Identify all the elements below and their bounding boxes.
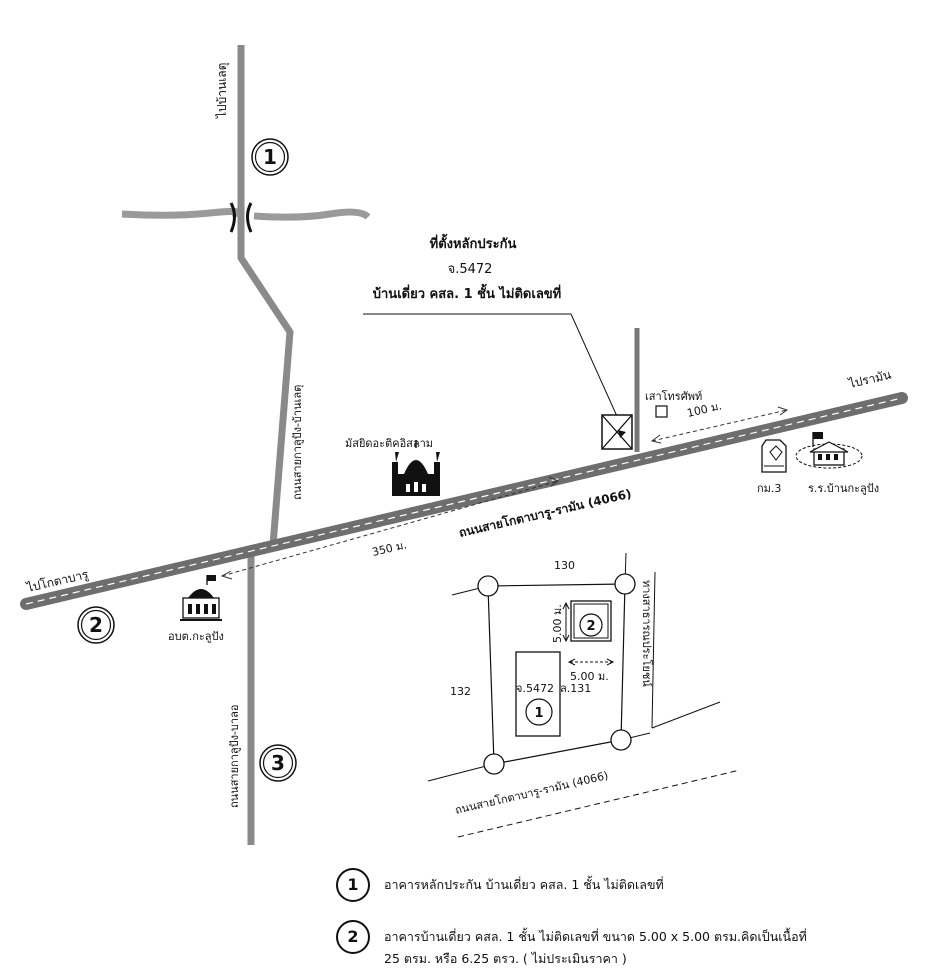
school-icon: [795, 432, 863, 469]
marker-2: 2: [77, 606, 115, 644]
label-to-ban-le: ไปบ้านเลตุ: [215, 63, 230, 119]
road-north: [237, 45, 294, 546]
label-school: ร.ร.บ้านกะลูปัง: [808, 482, 879, 495]
bridge-icon: [229, 202, 253, 233]
label-mosque: มัสยิดอะติคอิสลาม: [345, 437, 433, 450]
site-title: ที่ตั้งหลักประกัน: [430, 233, 517, 252]
label-road-kalupang-banle: ถนนสายกาลูปัง-บ้านเลตุ: [291, 385, 304, 500]
legend-text-2b: 25 ตรม. หรือ 6.25 ตรว. ( ไม่ประเมินราคา …: [384, 951, 627, 966]
marker-3-label: 3: [271, 751, 285, 775]
plot-dim-vertical: 5.00 ม.: [551, 604, 564, 643]
plot-building-1-label: 1: [534, 706, 543, 721]
legend-text-1: อาคารหลักประกัน บ้านเดี่ยว คสล. 1 ชั้น ไ…: [384, 877, 664, 892]
label-oborto: อบต.กะลูปัง: [168, 630, 224, 643]
label-phone-pole: เสาโทรศัพท์: [645, 389, 702, 403]
marker-1: 1: [251, 138, 289, 176]
plot-deed: จ.5472: [516, 682, 554, 695]
plot-road-label: ถนนสายโกตาบารู-รามัน (4066): [454, 768, 610, 817]
phone-pole-icon: [655, 405, 668, 418]
road-main: [20, 392, 908, 610]
legend-text-2-wrap: อาคารบ้านเดี่ยว คสล. 1 ชั้น ไม่ติดเลขที่…: [384, 926, 864, 970]
plot-building-2-label: 2: [586, 619, 595, 634]
police-icon: [761, 439, 787, 473]
label-police: กม.3: [757, 482, 781, 495]
site-marker-icon: [601, 414, 633, 450]
legend-item-2: 2 อาคารบ้านเดี่ยว คสล. 1 ชั้น ไม่ติดเลขท…: [336, 920, 896, 978]
dimension-100m: [650, 406, 789, 444]
site-deed: จ.5472: [448, 262, 493, 277]
river: [121, 207, 371, 221]
legend-badge-1: 1: [336, 868, 370, 902]
marker-3: 3: [259, 744, 297, 782]
label-dist-350: 350 ม.: [371, 538, 408, 559]
site-building: บ้านเดี่ยว คสล. 1 ชั้น ไม่ติดเลขที่: [373, 283, 562, 302]
plot-inset: 2 1: [427, 552, 741, 838]
office-icon: [180, 575, 222, 621]
plot-label-130: 130: [554, 559, 575, 572]
marker-2-label: 2: [89, 613, 103, 637]
legend-badge-2: 2: [336, 920, 370, 954]
site-lines: [363, 313, 640, 452]
plot-dim-horizontal: 5.00 ม.: [570, 670, 609, 683]
plot-label-132: 132: [450, 685, 471, 698]
marker-1-label: 1: [263, 145, 277, 169]
legend-item-1: 1 อาคารหลักประกัน บ้านเดี่ยว คสล. 1 ชั้น…: [336, 868, 896, 904]
label-road-kalupang-balo: ถนนสายกาลูปัง-บาลอ: [228, 705, 241, 808]
legend-text-2: อาคารบ้านเดี่ยว คสล. 1 ชั้น ไม่ติดเลขที่…: [384, 929, 807, 944]
mosque-icon: [392, 440, 440, 496]
label-to-raman: ไปรามัน: [847, 368, 893, 392]
dimension-350m: [220, 476, 560, 580]
plot-lot: ล.131: [560, 682, 591, 695]
plot-public-way: ทางสาธารณประโยชน์: [640, 580, 654, 687]
